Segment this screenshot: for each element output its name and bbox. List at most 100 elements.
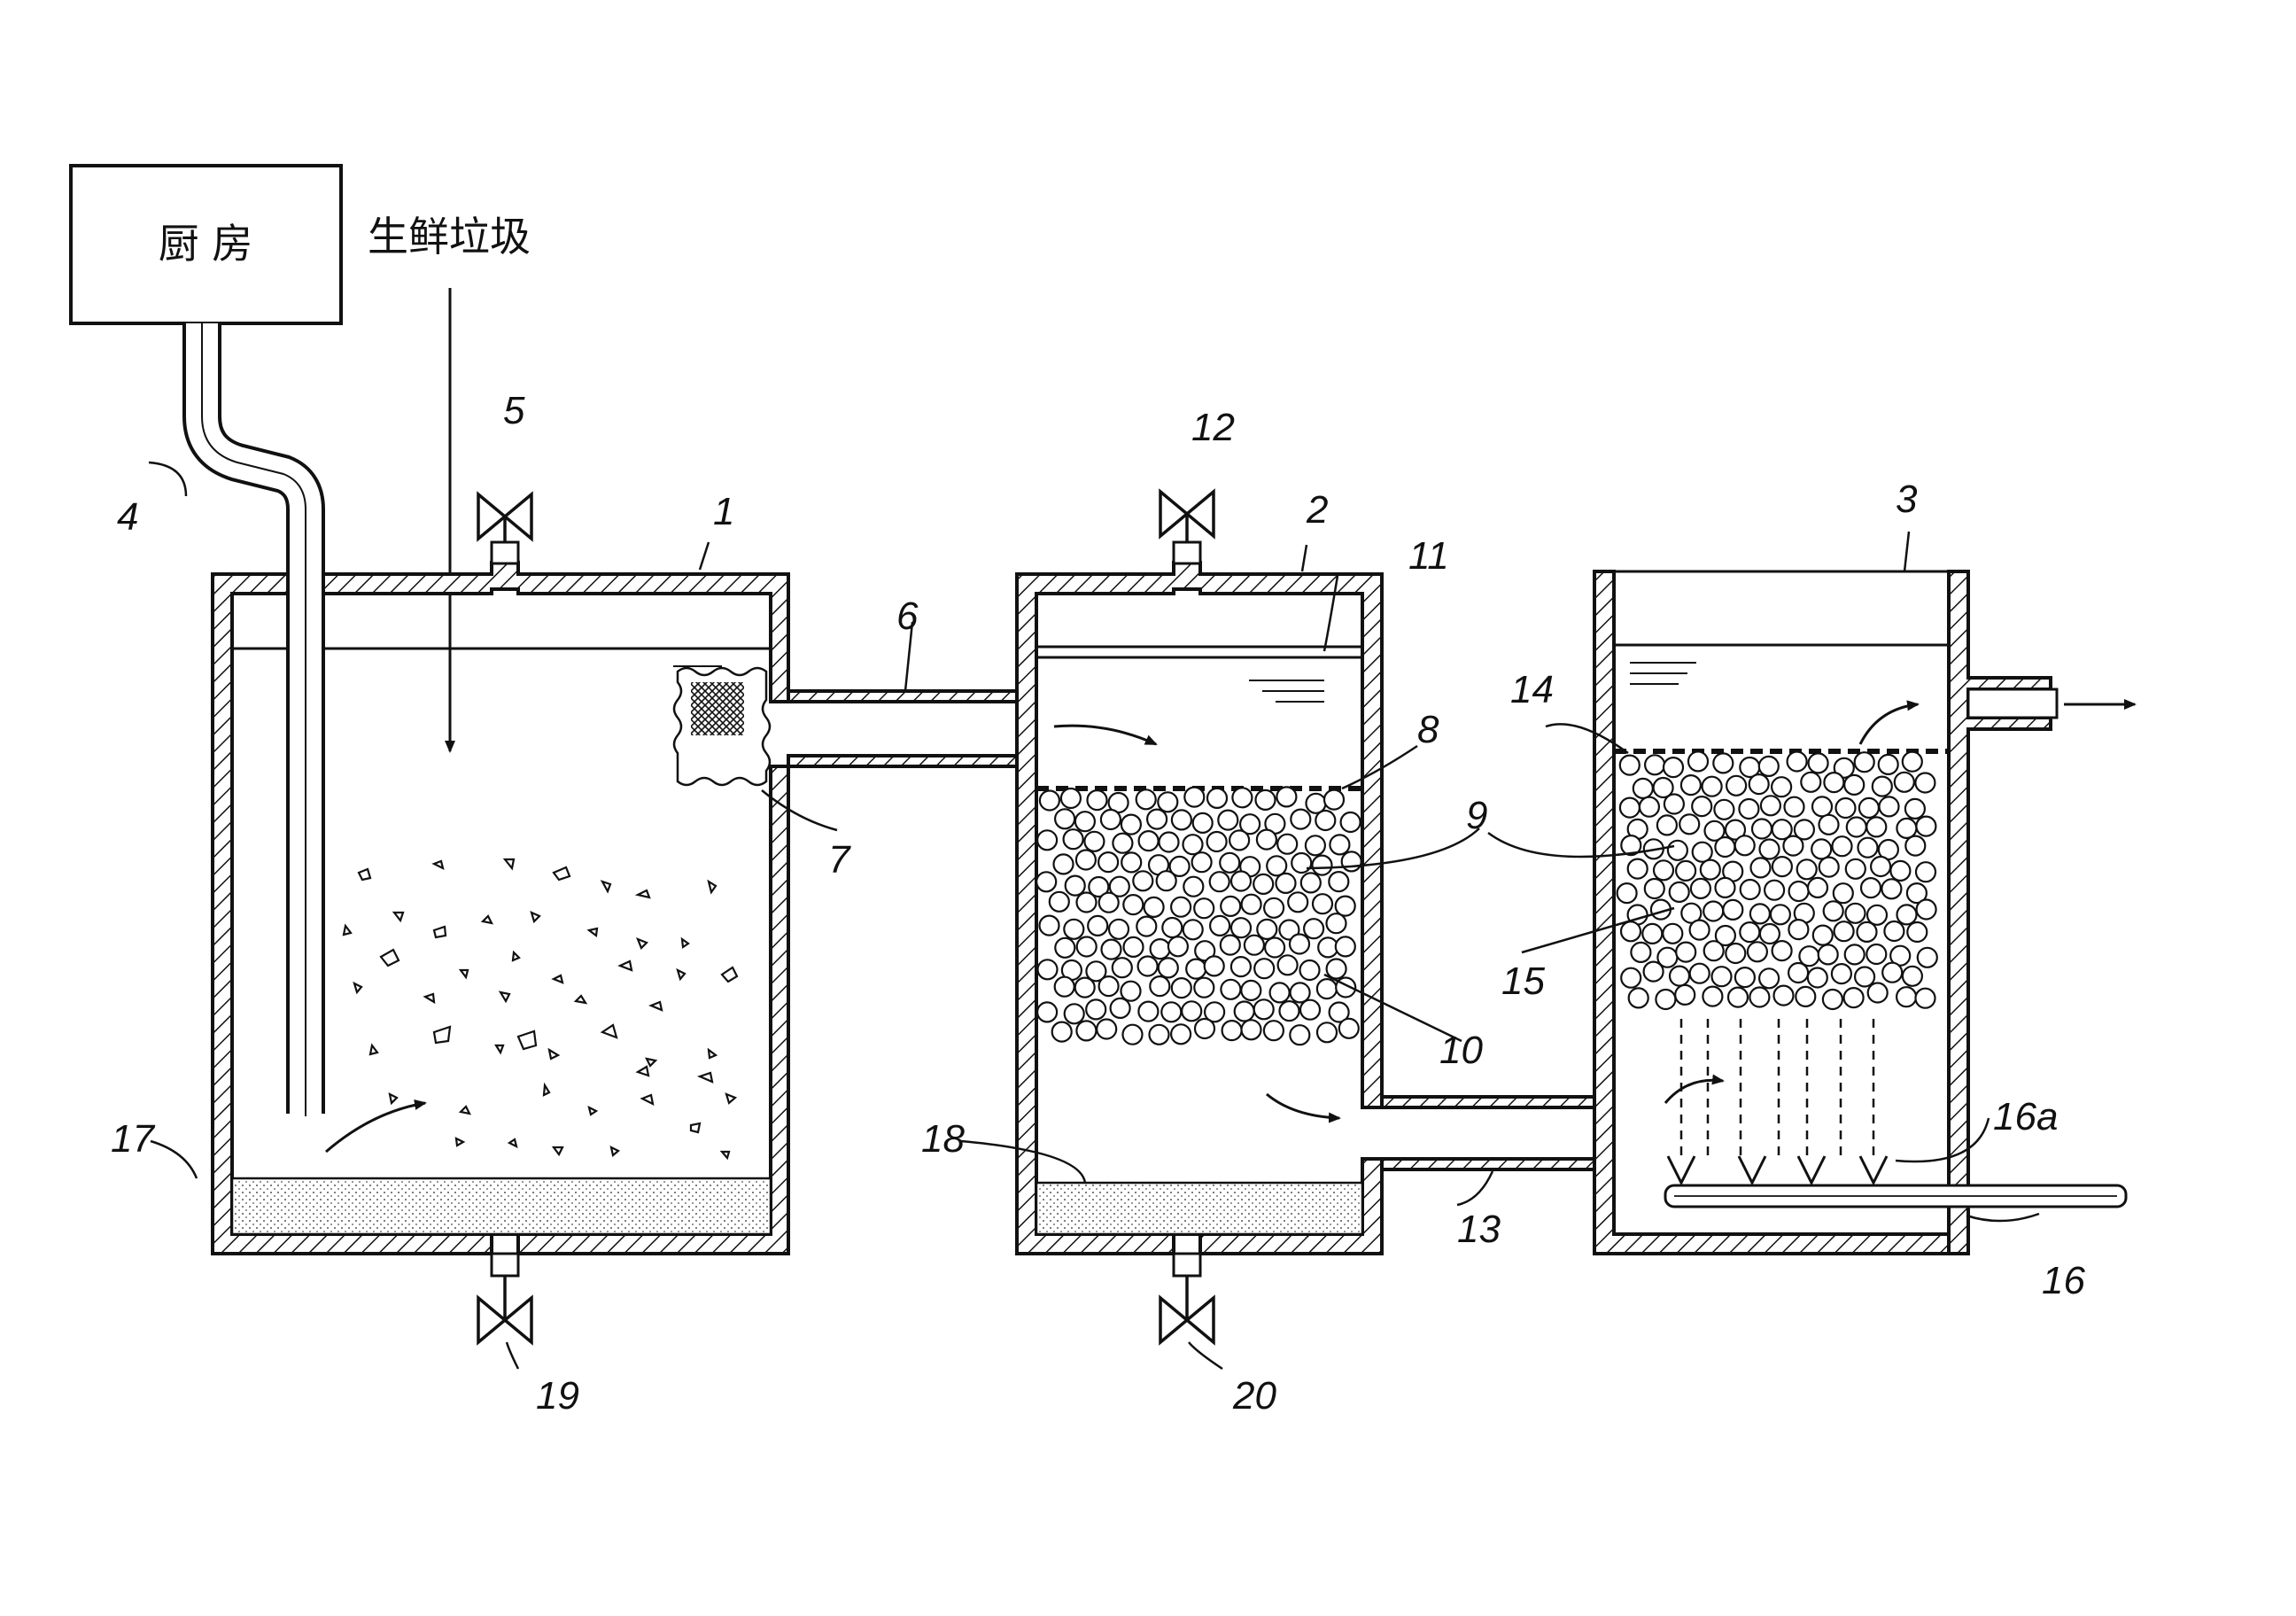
media-ball [1339,811,1361,834]
media-ball [1075,1020,1098,1042]
media-ball [1145,808,1168,830]
media-ball [1626,858,1648,880]
tank-2 [1015,561,1384,1255]
label-9: 9 [1466,794,1487,837]
label-16a: 16a [1993,1095,2058,1138]
media-ball [1135,789,1157,811]
media-ball [1674,859,1697,882]
media-ball [1062,828,1084,851]
media-ball [1328,870,1350,893]
media-ball [1289,982,1311,1004]
media-ball [1616,882,1638,905]
media-ball [1340,851,1362,873]
label-5: 5 [503,389,525,432]
media-ball [1206,787,1229,810]
media-ball [1302,918,1325,940]
media-ball [1085,960,1107,983]
media-ball [1916,946,1938,968]
media-ball [1253,873,1275,896]
media-ball [1229,870,1253,892]
media-ball [1220,895,1242,918]
media-ball [1083,830,1105,852]
media-ball [1896,904,1918,926]
media-ball [1275,872,1297,895]
media-ball [1714,835,1736,858]
media-ball [1228,829,1251,851]
media-ball [1157,791,1179,813]
media-ball [1278,999,1300,1022]
leader-lines [148,461,2040,1371]
media-ball [1108,875,1130,897]
media-ball [1688,919,1710,941]
label-19: 19 [536,1374,579,1418]
media-ball [1807,752,1829,774]
media-ball [1288,933,1311,955]
media-ball [1112,832,1134,854]
media-ball [1901,750,1923,773]
media-ball [1183,786,1206,808]
media-ball [1149,937,1171,960]
media-ball [1703,940,1725,962]
media-ball [1100,938,1122,960]
label-3: 3 [1896,478,1918,521]
media-ball [1893,771,1915,793]
media-ball [1299,959,1321,982]
media-ball [1315,1022,1338,1044]
media-ball [1703,900,1725,922]
media-ball [1793,819,1816,841]
tank-3 [1593,570,2128,1255]
media-ball [1749,903,1772,925]
media-ball [1758,838,1780,860]
media-ball [1914,987,1936,1009]
media-ball [1823,771,1845,794]
media-ball [1772,984,1795,1006]
media-ball [1036,1001,1059,1023]
media-ball [1786,750,1808,773]
media-ball [1800,771,1822,793]
air-streams [1679,1019,1875,1156]
media-ball [1843,773,1866,796]
media-ball [1194,940,1216,962]
media-ball [1087,914,1109,937]
media-ball [1662,922,1684,944]
media-ball [1299,998,1322,1021]
media-ball [1122,936,1144,959]
media-ball [1749,986,1771,1008]
media-ball [1701,775,1723,797]
media-ball [1143,896,1165,919]
media-ball [1193,897,1215,920]
media-ball [1155,870,1177,892]
media-ball [1240,1019,1262,1041]
media-ball [1137,829,1160,852]
media-ball [1687,750,1710,773]
media-ball [1914,772,1936,794]
media-ball [1856,921,1878,944]
fresh-garbage-label: 生鲜垃圾 [368,213,531,260]
media-ball [1169,1023,1192,1045]
media-ball [1763,879,1786,901]
media-ball [1842,986,1865,1009]
media-ball [1169,896,1192,918]
media-ball [1036,871,1058,893]
media-ball [1231,787,1253,809]
media-ball [1783,796,1805,818]
reference-numerals: 4 5 1 6 7 12 2 11 8 3 14 9 15 10 16a 13 … [111,389,2085,1418]
media-ball [1170,976,1192,999]
media-ball [1109,997,1131,1020]
media-ball [1136,915,1158,937]
media-ball [1240,979,1262,1002]
media-ball [1641,922,1664,945]
media-ball [1679,773,1703,796]
media-ball [1132,870,1154,892]
pipe-6 [787,689,1019,768]
label-18: 18 [921,1117,965,1161]
media-ball [1107,918,1130,940]
media-ball [1853,751,1875,773]
label-16: 16 [2042,1259,2085,1302]
media-ball [1643,754,1666,776]
media-ball [1771,819,1793,841]
media-ball [1757,755,1780,778]
media-ball [1724,819,1747,841]
media-ball [1063,918,1085,940]
